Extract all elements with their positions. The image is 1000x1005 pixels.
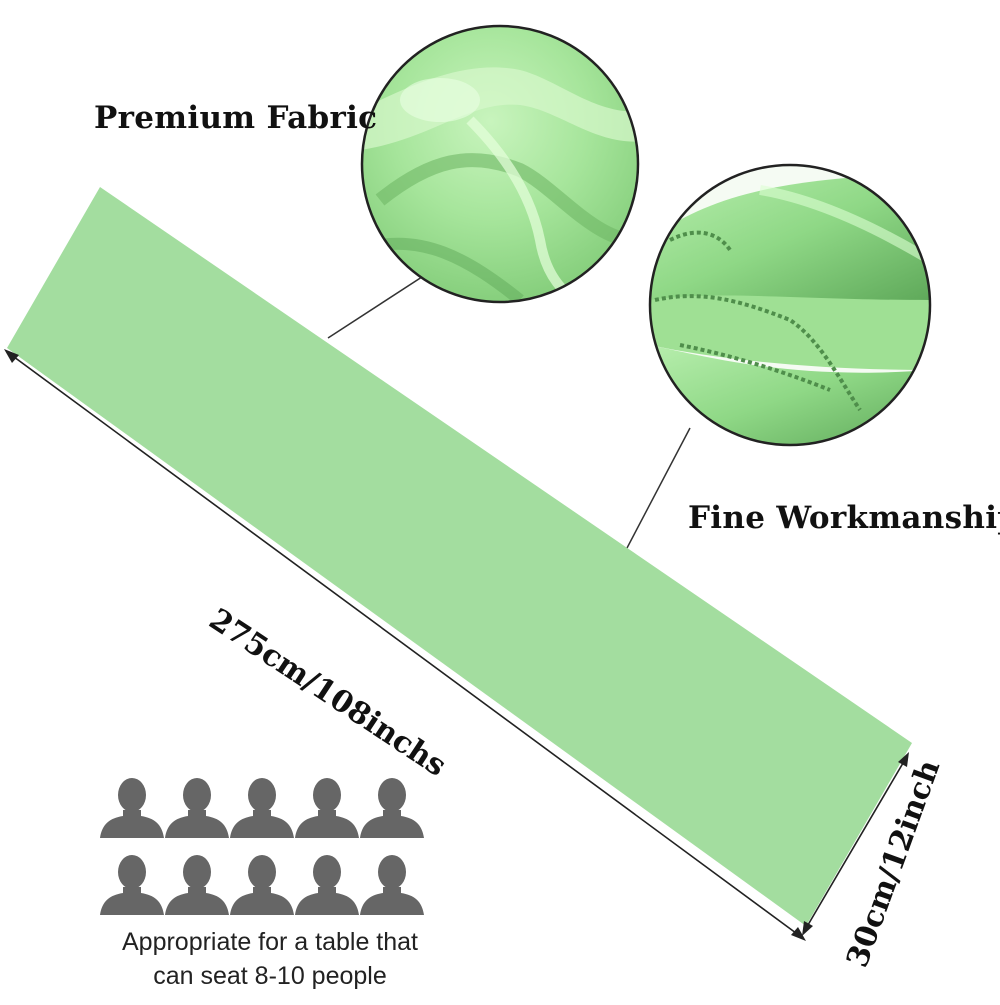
fabric-closeup-circle [360, 24, 640, 304]
person-silhouette-icon [295, 778, 359, 838]
people-grid [100, 778, 424, 915]
length-dimension-arrow [4, 349, 806, 941]
caption-line-1: Appropriate for a table that [121, 928, 419, 956]
fine-workmanship-label: Fine Workmanship [688, 500, 1000, 536]
width-dimension-arrow [802, 752, 909, 936]
person-silhouette-icon [230, 778, 294, 838]
person-silhouette-icon [100, 855, 164, 915]
connector-line-workmanship [626, 427, 691, 549]
person-silhouette-icon [360, 778, 424, 838]
person-silhouette-icon [295, 855, 359, 915]
premium-fabric-label: Premium Fabric [94, 100, 378, 136]
seating-caption: Appropriate for a table that can seat 8-… [60, 925, 480, 993]
person-silhouette-icon [360, 855, 424, 915]
hem-closeup-circle [648, 163, 932, 447]
person-silhouette-icon [100, 778, 164, 838]
table-runner [7, 187, 912, 926]
person-silhouette-icon [230, 855, 294, 915]
person-silhouette-icon [165, 855, 229, 915]
caption-line-2: can seat 8-10 people [153, 962, 387, 990]
person-silhouette-icon [165, 778, 229, 838]
